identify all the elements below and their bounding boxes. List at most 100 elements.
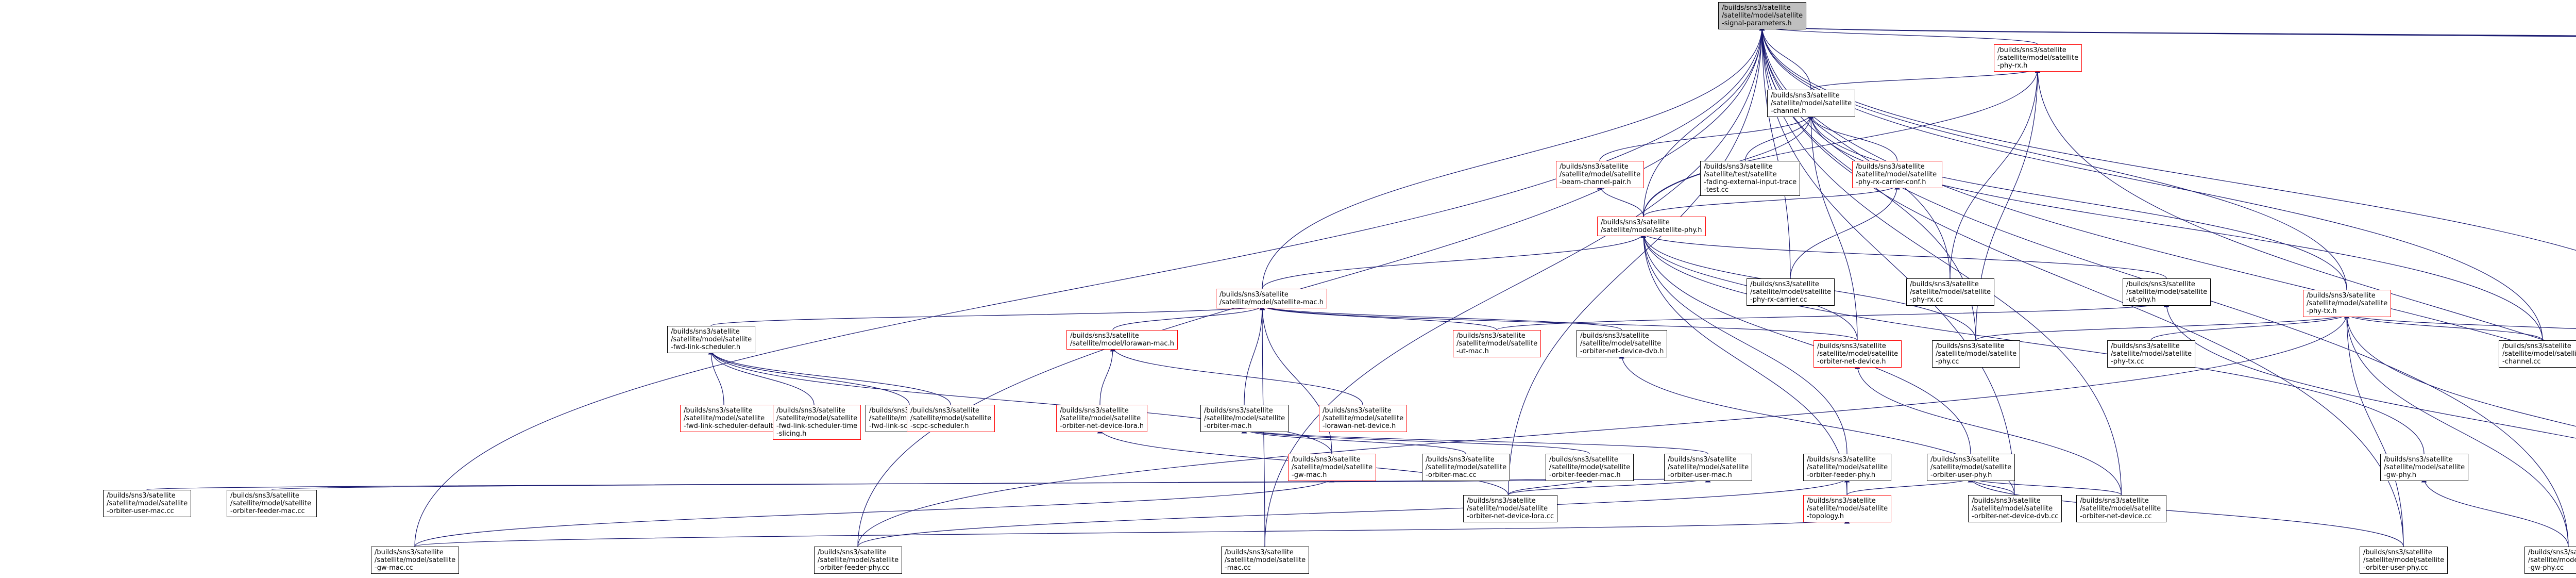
graph-node-phy-rx-cc[interactable]: /builds/sns3/satellite /satellite/model/… xyxy=(1906,278,1995,306)
edge-channel-cc-to-root xyxy=(1759,25,2543,341)
edge-residual-elim-to-root xyxy=(1760,25,2576,36)
edge-ut-phy-h-to-phy-h xyxy=(1640,232,2167,279)
graph-node-orb-feeder-phy-h[interactable]: /builds/sns3/satellite /satellite/model/… xyxy=(1803,454,1892,481)
edge-ut-mac-h-to-mac-h xyxy=(1259,304,1497,331)
edge-channel-cc-to-phy-tx-h xyxy=(2344,312,2543,341)
edge-phy-h-to-phy-rx-h xyxy=(1643,67,2041,217)
edge-rx-carrier-conf-to-channel-h xyxy=(1808,112,1898,161)
graph-node-sched-time[interactable]: /builds/sns3/satellite /satellite/model/… xyxy=(773,405,861,440)
graph-node-orb-user-mac-h[interactable]: /builds/sns3/satellite /satellite/model/… xyxy=(1664,454,1753,481)
edge-channel-h-to-root xyxy=(1759,25,1811,90)
graph-node-channel-h[interactable]: /builds/sns3/satellite /satellite/model/… xyxy=(1767,90,1856,117)
graph-node-orb-user-mac-cc[interactable]: /builds/sns3/satellite /satellite/model/… xyxy=(103,490,192,517)
graph-node-gw-mac-cc[interactable]: /builds/sns3/satellite /satellite/model/… xyxy=(371,547,460,574)
graph-node-phy-cc[interactable]: /builds/sns3/satellite /satellite/model/… xyxy=(1932,340,2021,368)
graph-node-orb-feeder-phy-cc[interactable]: /builds/sns3/satellite /satellite/model/… xyxy=(814,547,903,574)
graph-node-beam-channel-pair[interactable]: /builds/sns3/satellite /satellite/model/… xyxy=(1556,161,1645,188)
edge-gw-mac-cc-to-root xyxy=(414,25,1765,547)
edge-sched-time-to-fwd-sched xyxy=(708,349,815,405)
edge-orb-user-phy-cc-to-orb-user-phy-h xyxy=(1968,476,2404,547)
edge-fwd-sched-to-mac-h xyxy=(710,304,1265,326)
edge-sched-default-to-fwd-sched xyxy=(708,349,724,405)
edge-orb-mac-cc-to-orb-mac-h xyxy=(1241,427,1466,454)
edge-orb-feeder-phy-h-to-phy-h xyxy=(1640,232,1848,454)
edge-phy-tx-h-to-channel-h xyxy=(1808,112,2347,290)
edge-orb-feeder-phy-cc-to-root xyxy=(857,25,1765,547)
graph-node-orb-nd-h[interactable]: /builds/sns3/satellite /satellite/model/… xyxy=(1814,340,1902,368)
edge-topology-h-to-phy-h xyxy=(1640,232,1848,496)
edge-orb-nd-h-to-channel-h xyxy=(1808,112,1858,341)
graph-node-rx-carrier-conf[interactable]: /builds/sns3/satellite /satellite/model/… xyxy=(1852,161,1942,188)
graph-node-orb-dvb-cc[interactable]: /builds/sns3/satellite /satellite/model/… xyxy=(1968,495,2062,522)
edge-sigparams-cc-to-root xyxy=(1759,25,2576,251)
edge-gw-mac-cc-to-topology-h xyxy=(414,518,1850,547)
edge-orb-lora-cc-to-root xyxy=(1507,25,1765,496)
edge-ut-phy-cc-to-root xyxy=(1759,25,2576,360)
graph-node-phy-tx-h[interactable]: /builds/sns3/satellite /satellite/model/… xyxy=(2303,290,2392,317)
edge-phy-cc-to-phy-tx-h xyxy=(1975,312,2350,341)
graph-node-scpc-sched[interactable]: /builds/sns3/satellite /satellite/model/… xyxy=(907,405,995,432)
graph-node-orb-dvb-h[interactable]: /builds/sns3/satellite /satellite/model/… xyxy=(1577,330,1668,357)
graph-node-rx-carrier-cc[interactable]: /builds/sns3/satellite /satellite/model/… xyxy=(1747,278,1835,306)
edge-ut-mac-h-to-ut-phy-h xyxy=(1496,301,2169,331)
graph-node-orb-user-phy-cc[interactable]: /builds/sns3/satellite /satellite/model/… xyxy=(2360,547,2448,574)
graph-node-phy-h[interactable]: /builds/sns3/satellite /satellite/model/… xyxy=(1597,217,1706,236)
edge-channel-h-to-phy-rx-h xyxy=(1810,67,2041,90)
edge-orb-lora-h-to-lorawan-mac xyxy=(1099,345,1116,405)
edge-orb-user-phy-h-to-phy-h xyxy=(1640,232,1971,454)
graph-node-sched-default[interactable]: /builds/sns3/satellite /satellite/model/… xyxy=(680,405,783,432)
edge-orb-feeder-mac-h-to-orb-mac-h xyxy=(1241,427,1590,454)
edge-phy-rx-cc-to-phy-rx-h xyxy=(1950,67,2041,279)
graph-node-orb-lora-cc[interactable]: /builds/sns3/satellite /satellite/model/… xyxy=(1463,495,1558,522)
graph-node-phy-tx-cc[interactable]: /builds/sns3/satellite /satellite/model/… xyxy=(2107,340,2196,368)
edge-rx-carrier-cc-to-rx-carrier-conf xyxy=(1790,184,1900,279)
graph-node-orb-feeder-mac-h[interactable]: /builds/sns3/satellite /satellite/model/… xyxy=(1546,454,1634,481)
edge-rx-carrier-cc-to-root xyxy=(1759,25,1791,279)
graph-node-gw-phy-cc[interactable]: /builds/sns3/satellite /satellite/model/… xyxy=(2524,547,2576,574)
edge-gw-mac-h-to-fwd-sched xyxy=(708,349,1332,454)
edge-mac-h-to-root xyxy=(1262,25,1765,289)
edge-ut-phy-cc-to-ut-phy-h xyxy=(2163,301,2576,439)
edge-gw-phy-cc-to-phy-tx-h xyxy=(2344,312,2569,547)
edge-gw-phy-h-to-phy-h xyxy=(1640,232,2425,454)
edge-gw-phy-cc-to-gw-phy-h xyxy=(2421,476,2569,547)
graph-node-orb-mac-cc[interactable]: /builds/sns3/satellite /satellite/model/… xyxy=(1422,454,1511,481)
graph-node-ut-phy-h[interactable]: /builds/sns3/satellite /satellite/model/… xyxy=(2123,278,2211,306)
edge-phy-h-to-root xyxy=(1643,25,1765,217)
edge-orb-nd-cc-to-root xyxy=(1759,25,2122,496)
graph-node-ut-mac-h[interactable]: /builds/sns3/satellite /satellite/model/… xyxy=(1453,330,1541,357)
edge-orb-user-phy-cc-to-root xyxy=(1759,25,2404,547)
graph-node-mac-h[interactable]: /builds/sns3/satellite /satellite/model/… xyxy=(1216,289,1327,308)
graph-node-orb-user-phy-h[interactable]: /builds/sns3/satellite /satellite/model/… xyxy=(1927,454,2015,481)
graph-node-topology-h[interactable]: /builds/sns3/satellite /satellite/model/… xyxy=(1803,495,1892,522)
graph-node-orb-lora-h[interactable]: /builds/sns3/satellite /satellite/model/… xyxy=(1056,405,1148,432)
graph-node-gw-phy-h[interactable]: /builds/sns3/satellite /satellite/model/… xyxy=(2380,454,2469,481)
edge-orb-feeder-phy-cc-to-orb-feeder-phy-h xyxy=(857,476,1850,547)
graph-node-orb-mac-h[interactable]: /builds/sns3/satellite /satellite/model/… xyxy=(1200,405,1289,432)
graph-node-fwd-sched[interactable]: /builds/sns3/satellite /satellite/model/… xyxy=(667,326,756,353)
edge-mac-h-to-phy-h xyxy=(1262,232,1647,289)
graph-node-lorawan-mac[interactable]: /builds/sns3/satellite /satellite/model/… xyxy=(1066,330,1178,350)
graph-node-mac-cc[interactable]: /builds/sns3/satellite /satellite/model/… xyxy=(1221,547,1310,574)
edge-sched-cc-to-fwd-sched xyxy=(708,349,910,405)
graph-node-orb-nd-cc[interactable]: /builds/sns3/satellite /satellite/model/… xyxy=(2076,495,2166,522)
edge-lorawan-nd-to-lorawan-mac xyxy=(1110,345,1363,405)
edge-phy-rx-cc-to-root xyxy=(1759,25,1951,279)
graph-node-phy-rx-h[interactable]: /builds/sns3/satellite /satellite/model/… xyxy=(1994,44,2082,72)
edge-phy-tx-cc-to-phy-tx-h xyxy=(2150,312,2350,341)
edge-mac-cc-to-root xyxy=(1264,25,1765,547)
graph-node-orb-feeder-mac-cc[interactable]: /builds/sns3/satellite /satellite/model/… xyxy=(227,490,317,517)
edge-orb-mac-h-to-mac-h xyxy=(1244,304,1265,405)
graph-node-gw-mac-h[interactable]: /builds/sns3/satellite /satellite/model/… xyxy=(1288,454,1377,481)
graph-node-channel-cc[interactable]: /builds/sns3/satellite /satellite/model/… xyxy=(2499,340,2576,368)
edge-ut-phy-cc-to-phy-rx-h xyxy=(2035,67,2576,351)
graph-node-root[interactable]: /builds/sns3/satellite /satellite/model/… xyxy=(1718,2,1807,29)
edge-phy-h-to-beam-channel-pair xyxy=(1597,184,1644,217)
graph-node-fading-test[interactable]: /builds/sns3/satellite /satellite/test/s… xyxy=(1700,161,1801,196)
edge-phy-h-to-rx-carrier-conf xyxy=(1643,184,1900,217)
edge-orb-user-phy-cc-to-phy-tx-h xyxy=(2344,312,2404,547)
edge-orb-dvb-h-to-mac-h xyxy=(1259,304,1622,331)
edge-lorawan-mac-to-mac-h xyxy=(1112,304,1265,331)
graph-node-lorawan-nd[interactable]: /builds/sns3/satellite /satellite/model/… xyxy=(1319,405,1408,432)
